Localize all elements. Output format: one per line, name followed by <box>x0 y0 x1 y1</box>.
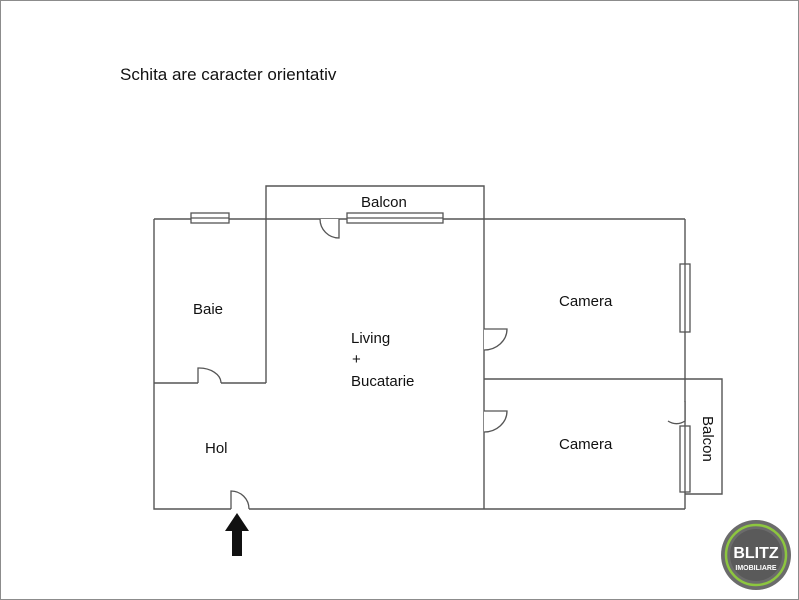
logo-text-sub: IMOBILIARE <box>735 565 777 572</box>
left-wall <box>153 219 231 510</box>
camera-bottom-door <box>483 410 508 433</box>
room-label-balcon-top: Balcon <box>361 194 407 211</box>
right-balcony-outline <box>685 378 723 495</box>
disclaimer-note: Schita are caracter orientativ <box>120 65 337 84</box>
walls <box>153 185 723 510</box>
camera-top-door <box>483 328 508 351</box>
top-balcony-outline <box>265 185 485 219</box>
balcony-door <box>319 218 340 239</box>
room-label-camera-top: Camera <box>559 293 613 310</box>
room-label-living: Living <box>351 330 390 347</box>
room-label-bucatarie: Bucatarie <box>351 373 414 390</box>
baie-door <box>197 367 222 384</box>
blitz-logo: BLITZ IMOBILIARE <box>721 520 791 590</box>
arrow-up-icon <box>225 513 249 556</box>
room-label-camera-bottom: Camera <box>559 436 613 453</box>
room-label-hol: Hol <box>205 440 228 457</box>
entrance-door <box>230 490 250 510</box>
logo-text-main: BLITZ <box>733 545 779 562</box>
room-label-living-plus: + <box>352 351 361 368</box>
room-label-balcon-right: Balcon <box>699 416 716 462</box>
right-balcony-door <box>667 401 686 425</box>
room-label-baie: Baie <box>193 301 223 318</box>
doors <box>197 218 686 510</box>
windows <box>190 212 691 493</box>
